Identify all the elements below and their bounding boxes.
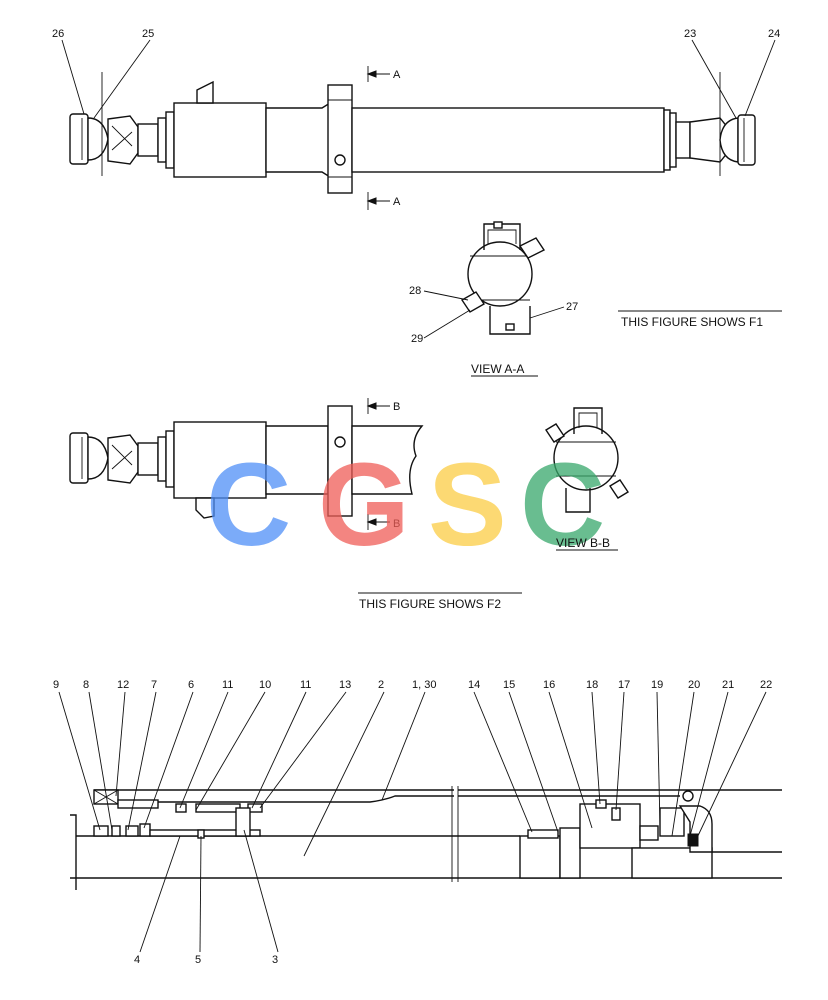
cylinder-f2: [69, 405, 424, 519]
section-letter: A: [393, 196, 401, 208]
section-view: [70, 786, 782, 890]
callout-2: 2: [378, 679, 384, 691]
clamp-view-a-a: [461, 221, 546, 335]
section-letter: B: [393, 401, 400, 413]
view-a-a-title: VIEW A-A: [471, 362, 524, 376]
watermark-letter-c2: C: [520, 439, 605, 571]
cylinder-f1: [69, 80, 756, 194]
watermark-letter-g: G: [318, 439, 410, 571]
callout-26: 26: [52, 28, 64, 40]
callout-24: 24: [768, 28, 780, 40]
callout-27: 27: [566, 301, 578, 313]
figure-f1-caption: THIS FIGURE SHOWS F1: [621, 315, 763, 329]
callout-7: 7: [151, 679, 157, 691]
callout-11a: 11: [222, 679, 233, 691]
callout-8: 8: [83, 679, 89, 691]
callout-1-30: 1, 30: [412, 679, 436, 691]
figure-f2-caption: THIS FIGURE SHOWS F2: [359, 597, 501, 611]
section-marker-a-top: A: [366, 66, 401, 82]
section-marker-b-bottom: B: [366, 514, 400, 530]
callout-20: 20: [688, 679, 700, 691]
callout-4: 4: [134, 954, 140, 966]
callout-18: 18: [586, 679, 598, 691]
watermark-letter-c: C: [206, 439, 291, 571]
section-callouts-bottom: 4 5 3: [134, 829, 279, 966]
section-marker-a-bottom: A: [366, 192, 401, 210]
callout-5: 5: [195, 954, 201, 966]
section-letter: A: [393, 69, 401, 81]
callout-10: 10: [259, 679, 271, 691]
section-letter: B: [393, 518, 400, 530]
callout-17: 17: [618, 679, 630, 691]
callout-15: 15: [503, 679, 515, 691]
callout-9: 9: [53, 679, 59, 691]
callout-11b: 11: [300, 679, 311, 691]
section-callouts-top: 9 8 12 7 6 11 10 11 13 2 1, 30 14 15 16 …: [53, 679, 772, 857]
callout-13: 13: [339, 679, 351, 691]
section-marker-b-top: B: [366, 398, 400, 414]
callout-21: 21: [722, 679, 734, 691]
callout-6: 6: [188, 679, 194, 691]
callout-19: 19: [651, 679, 663, 691]
watermark: C G S C: [206, 439, 605, 571]
watermark-letter-s: S: [428, 439, 507, 571]
callout-23: 23: [684, 28, 696, 40]
callout-14: 14: [468, 679, 480, 691]
callout-3: 3: [272, 954, 278, 966]
callout-12: 12: [117, 679, 129, 691]
callout-22: 22: [760, 679, 772, 691]
callout-16: 16: [543, 679, 555, 691]
callout-28: 28: [409, 285, 421, 297]
callout-25: 25: [142, 28, 154, 40]
callout-29: 29: [411, 333, 423, 345]
clamp-view-b-b: [545, 407, 629, 513]
view-b-b-title: VIEW B-B: [556, 536, 610, 550]
